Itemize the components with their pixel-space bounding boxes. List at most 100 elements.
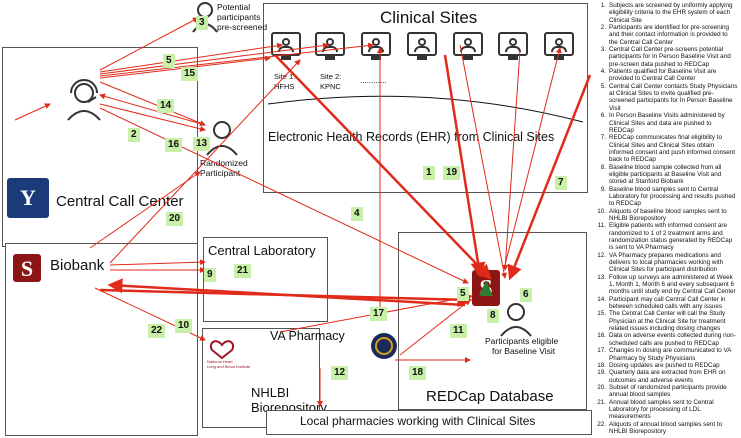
legend-item: 14.Participant may call Central Call Cen… <box>596 296 738 311</box>
legend-item: 17.Changes in dosing are communicated to… <box>596 347 738 362</box>
yale-logo-icon: Y <box>7 178 49 218</box>
legend-item: 3.Central Call Center pre-screens potent… <box>596 46 738 68</box>
step-badge-8: 8 <box>487 309 499 323</box>
stanford-logo-icon: S <box>13 254 41 282</box>
site-monitor-icon <box>498 32 528 60</box>
potential-label-3: pre-screened <box>217 22 268 32</box>
legend-item-text: Central Call Center contacts Study Physi… <box>609 82 738 112</box>
person-icon <box>500 303 532 337</box>
legend-item-number: 15. <box>597 310 606 318</box>
legend-item: 6.In Person Baseline Visits administered… <box>596 112 738 134</box>
clinical-sites-title: Clinical Sites <box>380 8 478 27</box>
local-pharmacies-box <box>266 410 592 435</box>
legend-item: 2.Participants are identified for pre-sc… <box>596 24 738 46</box>
step-badge-2: 2 <box>128 128 140 142</box>
step-badge-5b: 5 <box>457 287 469 301</box>
legend-item-number: 14. <box>597 295 606 303</box>
site-monitor-icon <box>361 32 391 60</box>
nhlbi-logo-text-2: Lung and Blood Institute <box>207 364 251 369</box>
step-badge-9: 9 <box>204 268 216 282</box>
legend-item: 19.Quarterly data are extracted from EHR… <box>596 369 738 384</box>
biobank-title: Biobank <box>50 257 105 274</box>
legend-item: 12.VA Pharmacy prepares medications and … <box>596 252 738 274</box>
legend-item-number: 13. <box>597 273 606 281</box>
legend-item: 15.The Central Call Center will call the… <box>596 310 738 332</box>
legend-item-text: Dosing updates are pushed to REDCap <box>609 361 720 369</box>
legend-item-text: Baseline blood samples sent to Central L… <box>609 185 736 208</box>
legend-item-text: Eligible patients with informed consent … <box>609 222 733 252</box>
step-badge-14: 14 <box>157 99 175 113</box>
step-badge-1: 1 <box>423 166 435 180</box>
step-badge-4: 4 <box>351 207 363 221</box>
legend-item-number: 4. <box>600 68 606 76</box>
step-badge-5: 5 <box>163 54 175 68</box>
legend-item-number: 2. <box>600 24 606 32</box>
legend-item-number: 1. <box>600 2 606 9</box>
potential-label-1: Potential <box>217 2 251 12</box>
legend-item: 4.Patients qualified for Baseline Visit … <box>596 68 738 83</box>
legend-item-text: VA Pharmacy prepares medications and del… <box>609 251 724 274</box>
legend-item-number: 11. <box>597 222 606 230</box>
legend-item-text: The Central Call Center will call the St… <box>609 310 726 333</box>
legend-item-number: 22. <box>597 420 606 428</box>
flow-arrows <box>14 17 562 407</box>
eligible-label-2: for Baseline Visit <box>492 346 556 356</box>
legend-item-text: Participants are identified for pre-scre… <box>609 24 730 46</box>
site2-name: KPNC <box>320 82 341 91</box>
legend-item-text: Data on adverse events collected during … <box>609 332 736 347</box>
legend-item: 20.Subset of randomized participants pro… <box>596 384 738 399</box>
legend-item-number: 7. <box>600 134 606 142</box>
step-badge-10: 10 <box>175 319 193 333</box>
legend-item-number: 16. <box>597 332 606 340</box>
step-badge-19: 19 <box>443 166 461 180</box>
legend-item: 10.Aliquots of baseline blood samples se… <box>596 208 738 223</box>
randomized-label-1: Randomized <box>200 158 248 168</box>
redcap-title: REDCap Database <box>426 388 554 405</box>
legend-item: 5.Central Call Center contacts Study Phy… <box>596 83 738 112</box>
legend-item-text: Aliquots of baseline blood samples sent … <box>609 207 727 222</box>
legend-item-number: 9. <box>600 185 606 193</box>
legend-item-number: 20. <box>597 383 606 391</box>
local-pharmacies-title: Local pharmacies working with Clinical S… <box>300 414 536 428</box>
step-badge-11: 11 <box>450 324 467 338</box>
randomized-label-2: Participant <box>200 168 241 178</box>
legend-item-number: 18. <box>597 361 606 369</box>
step-badge-6: 6 <box>520 288 532 302</box>
legend-item-number: 8. <box>600 163 606 171</box>
legend-item-number: 6. <box>600 112 606 120</box>
site-monitor-icon <box>407 32 437 60</box>
person-icon <box>206 121 238 156</box>
legend-item-text: Central Call Center pre-screens potentia… <box>609 46 731 68</box>
svg-text:S: S <box>21 256 33 281</box>
step-badge-18: 18 <box>409 366 427 380</box>
central-lab-title: Central Laboratory <box>208 243 316 258</box>
headset-person-icon <box>67 79 101 121</box>
legend-item-text: Subjects are screened by uniformly apply… <box>609 2 733 24</box>
legend-item-text: Annual blood samples sent to Central Lab… <box>609 398 714 421</box>
step-badge-22: 22 <box>148 324 166 338</box>
legend-item: 21.Annual blood samples sent to Central … <box>596 399 738 421</box>
legend-item-text: REDCap communicates final eligibility to… <box>609 134 736 164</box>
legend-item-number: 3. <box>600 46 606 54</box>
legend-item-number: 17. <box>597 347 606 355</box>
legend-item: 22.Aliquots of annual blood samples sent… <box>596 421 738 436</box>
step-badge-17: 17 <box>370 307 388 321</box>
nhlbi-heart-icon <box>210 340 234 360</box>
legend-item-number: 12. <box>597 251 606 259</box>
site-monitor-icon <box>453 32 483 60</box>
va-seal-icon <box>371 333 397 359</box>
steps-legend: 1.Subjects are screened by uniformly app… <box>596 2 738 435</box>
legend-item-number: 19. <box>597 369 606 377</box>
va-pharmacy-title: VA Pharmacy <box>270 329 345 343</box>
legend-item: 1.Subjects are screened by uniformly app… <box>596 2 738 24</box>
legend-item: 7.REDCap communicates final eligibility … <box>596 134 738 163</box>
step-badge-15: 15 <box>181 67 199 81</box>
legend-item: 11.Eligible patients with informed conse… <box>596 222 738 251</box>
potential-label-2: participants <box>217 12 261 22</box>
legend-item-text: Patients qualified for Baseline Visit ar… <box>609 68 717 83</box>
more-sites-ellipsis: ............ <box>360 76 387 85</box>
legend-item: 13.Follow up surveys are administered at… <box>596 274 738 296</box>
step-badge-20: 20 <box>166 212 184 226</box>
step-badge-12: 12 <box>331 366 349 380</box>
nhlbi-label-1: NHLBI <box>251 385 290 400</box>
